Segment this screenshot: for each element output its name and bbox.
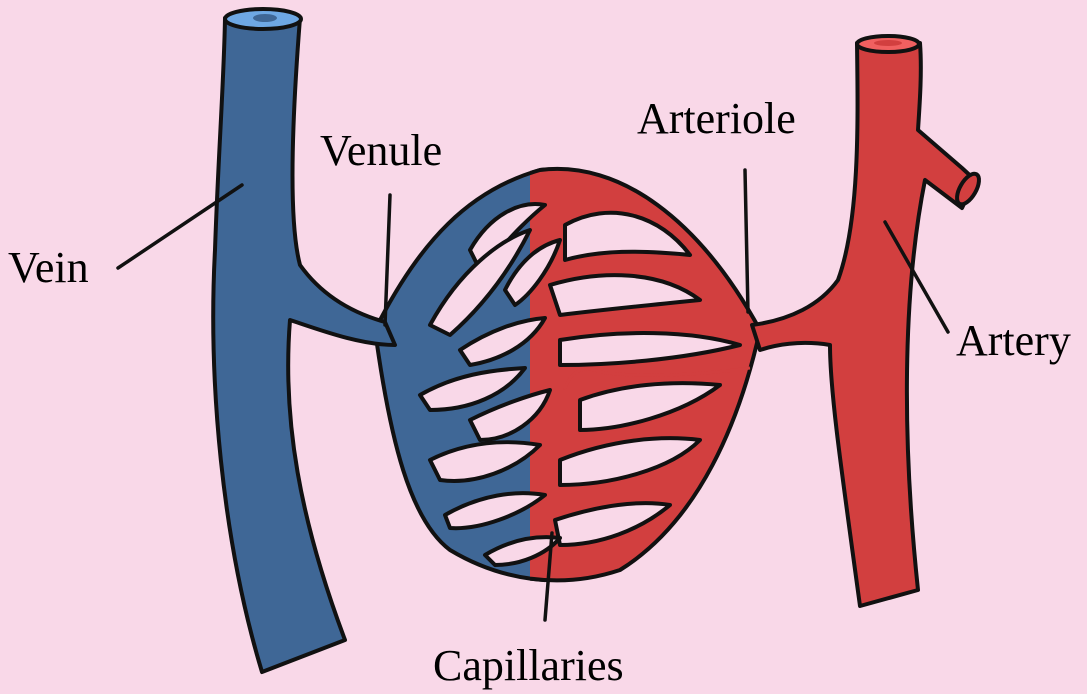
venule-label: Venule [320,126,442,175]
arteriole-leader-line [745,170,748,312]
capillaries-label: Capillaries [433,641,624,690]
capillary-network [375,169,760,580]
vein-label: Vein [8,243,89,292]
vein-vessel [213,9,395,672]
artery-label: Artery [956,316,1071,365]
arteriole-label: Arteriole [637,94,796,143]
